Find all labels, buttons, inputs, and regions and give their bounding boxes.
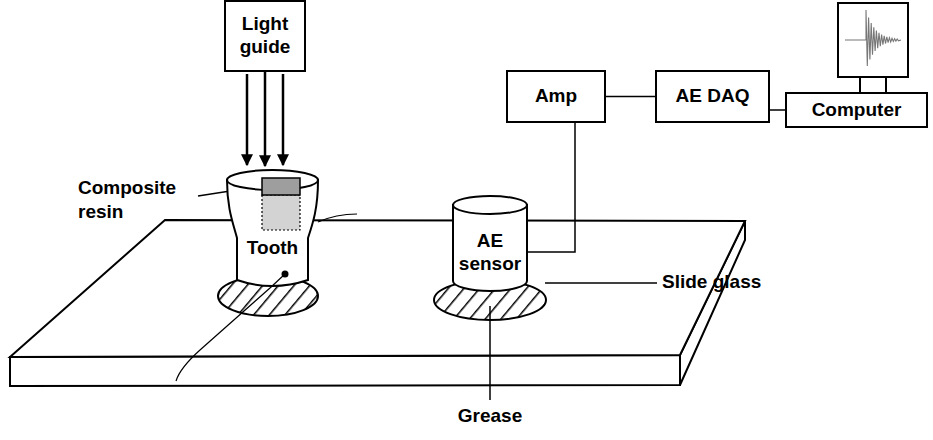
daq-box: AE DAQ [655, 70, 770, 123]
amp-box: Amp [506, 70, 606, 123]
connector [527, 123, 575, 252]
computer-box: Computer [785, 92, 928, 128]
node-text: Tooth [247, 237, 298, 260]
light-guide-box: Light guide [224, 0, 306, 72]
connector [770, 109, 785, 111]
slide-glass-top [10, 220, 745, 357]
waveform-trace [845, 10, 901, 66]
node-text: AE sensor [455, 230, 525, 276]
slide-glass-front [10, 355, 680, 386]
part-label: Grease [440, 404, 540, 428]
leader-line [545, 282, 657, 284]
node-text: AE DAQ [676, 85, 750, 108]
node-text: Amp [535, 85, 577, 108]
part-label: Slide glass [662, 270, 796, 294]
monitor-screen [838, 3, 908, 77]
leader-line [489, 306, 491, 400]
monitor-stand [885, 77, 887, 92]
light-arrow [282, 74, 285, 165]
connector [606, 96, 655, 98]
monitor-stand [859, 77, 861, 92]
light-arrow [246, 74, 249, 165]
sensor-cylinder: AE sensor [452, 195, 528, 292]
part-label: Composite resin [78, 176, 196, 224]
thermo-wire [176, 288, 270, 381]
node-text: Computer [812, 99, 902, 122]
node-text: Light guide [231, 13, 299, 59]
waveform [845, 10, 901, 66]
tooth-outline [225, 168, 320, 288]
connector [264, 72, 267, 166]
thermo-wire [318, 214, 357, 222]
tooth-shape: Tooth [225, 168, 320, 288]
